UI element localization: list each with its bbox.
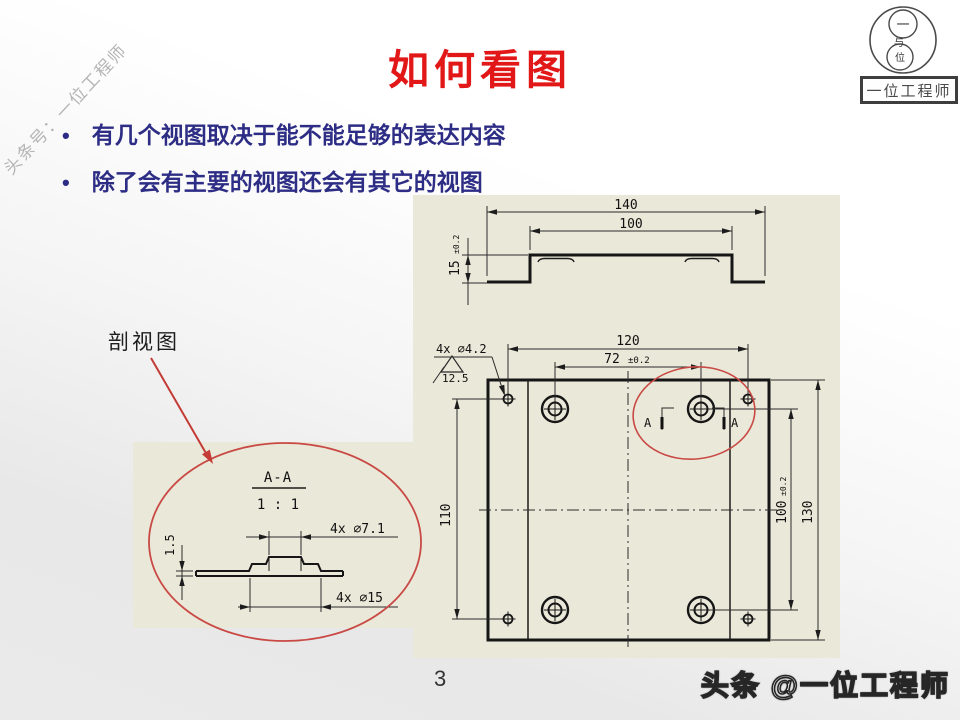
plate-centerlines xyxy=(479,371,781,649)
roughness-symbol-icon xyxy=(439,354,465,373)
callout-arrow-icon xyxy=(150,357,213,464)
dim-boss-pitch-tol: ±0.2 xyxy=(628,356,650,366)
drawing-panel-section xyxy=(133,442,413,628)
highlight-ellipse-section xyxy=(148,442,422,642)
logo-caption: 一位工程师 xyxy=(860,76,958,104)
bullet-dot: • xyxy=(62,123,70,148)
section-dimension-arrows xyxy=(179,534,331,610)
bullet-list: • 有几个视图取决于能不能足够的表达内容 • 除了会有主要的视图还会有其它的视图 xyxy=(62,120,662,214)
list-item: • 除了会有主要的视图还会有其它的视图 xyxy=(62,167,662,198)
channel-dimension-lines xyxy=(462,206,766,305)
footer-watermark: 头条 @一位工程师 xyxy=(700,669,950,702)
engineer-logo-icon: 一 与 位 xyxy=(869,6,937,74)
dim-plate-width: 120 xyxy=(616,334,639,349)
section-dimension-lines xyxy=(176,531,398,612)
section-letter-right: A xyxy=(731,416,739,430)
section-profile xyxy=(195,556,344,577)
bullet-text: 有几个视图取决于能不能足够的表达内容 xyxy=(91,122,506,148)
dim-section-hole-top: 4x ∅7.1 xyxy=(330,522,385,537)
dim-channel-height: 15 xyxy=(448,260,463,276)
page-title: 如何看图 xyxy=(388,47,572,93)
dim-plate-left-height: 110 xyxy=(439,504,454,527)
bullet-text: 除了会有主要的视图还会有其它的视图 xyxy=(91,169,483,195)
list-item: • 有几个视图取决于能不能足够的表达内容 xyxy=(62,120,662,151)
section-profile-details xyxy=(268,557,302,571)
plate-dimension-arrows xyxy=(454,346,821,640)
logo-top-char: 一 xyxy=(896,17,909,32)
channel-tabs xyxy=(537,257,720,263)
bullet-dot: • xyxy=(62,170,70,195)
channel-profile xyxy=(487,253,765,284)
section-cut-ticks xyxy=(660,417,726,429)
roughness-value: 12.5 xyxy=(442,372,469,385)
highlight-ellipse-plate xyxy=(632,366,756,460)
dim-section-thickness: 1.5 xyxy=(163,534,177,556)
section-view-scale: 1 : 1 xyxy=(257,497,299,513)
section-letter-left: A xyxy=(644,416,652,430)
plate-dimension-lines xyxy=(432,344,825,641)
hole-callout-text: 4x ∅4.2 xyxy=(436,342,487,356)
dim-boss-pitch-v-tol: ±0.2 xyxy=(779,477,788,496)
dim-section-hole-bottom: 4x ∅15 xyxy=(336,591,383,606)
channel-dimension-arrows xyxy=(465,209,765,283)
section-view-label: A-A xyxy=(264,470,292,486)
section-callout-label: 剖视图 xyxy=(108,331,180,354)
dim-boss-pitch-v: 100 xyxy=(775,501,790,524)
logo-mid-char: 与 xyxy=(894,37,904,49)
dim-channel-height-tol: ±0.2 xyxy=(452,235,461,254)
dim-boss-pitch: 72 xyxy=(604,352,620,367)
dim-channel-overall-width: 140 xyxy=(614,198,637,213)
page-number: 3 xyxy=(434,666,447,691)
logo-bottom-char: 位 xyxy=(895,51,905,64)
dim-plate-overall-height: 130 xyxy=(801,501,816,524)
dim-channel-inner-width: 100 xyxy=(619,217,642,232)
